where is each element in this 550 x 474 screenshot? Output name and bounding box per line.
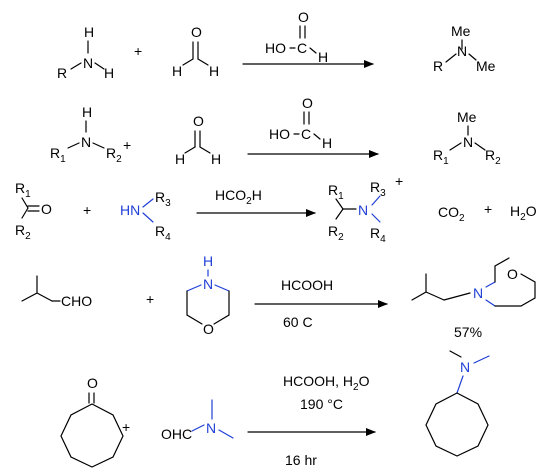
atom-n: N [206, 420, 216, 436]
charge-plus: + [395, 173, 403, 189]
atom-r: R1 [328, 182, 344, 202]
atom-r: R [433, 58, 443, 74]
plus-sign: + [146, 291, 154, 307]
secondary-amine: H N R1 R2 + [50, 104, 131, 165]
atom-h: H [82, 104, 92, 120]
atom-o: O [302, 95, 313, 111]
reaction-4: CHO + H N O HCOOH 60 C N O 57% [21, 253, 536, 340]
atom-ho: HO [265, 40, 286, 56]
formaldehyde: O H H [172, 24, 219, 79]
morpholine-product: N O [411, 257, 536, 307]
atom-o: O [191, 24, 202, 40]
atom-n: N [473, 285, 483, 301]
atom-r: R2 [485, 147, 501, 167]
atom-n: N [463, 134, 473, 150]
methyl-label: Me [457, 109, 477, 125]
atom-r: R1 [433, 147, 449, 167]
atom-hn: HN [120, 202, 140, 218]
plus-sign: + [83, 202, 91, 218]
reagent-label: HCOOH, H2O [283, 373, 370, 393]
atom-c: C [301, 126, 311, 142]
atom-h: H [203, 253, 213, 269]
atom-h: H [172, 63, 182, 79]
carbon-dioxide: CO2 [438, 204, 465, 224]
dimethylformamide: OHC N [161, 399, 234, 442]
atom-h: H [209, 63, 219, 79]
atom-r: R2 [328, 223, 344, 243]
methyl-label: Me [451, 23, 471, 39]
atom-n: N [460, 359, 470, 375]
atom-r: R3 [370, 179, 386, 199]
atom-n: N [457, 43, 467, 59]
plus-sign: + [484, 201, 492, 217]
atom-o: O [203, 321, 214, 337]
atom-n: N [358, 202, 368, 218]
atom-o: O [193, 113, 204, 129]
iminium-product: R1 N R2 R3 + R4 [328, 173, 403, 245]
atom-o: O [298, 9, 309, 25]
amine-reagent: HN R3 R4 [120, 189, 171, 243]
atom-r: R1 [15, 180, 31, 200]
reaction-2: H N R1 R2 + O H H O C HO H [50, 95, 501, 167]
reagent-label: HCOOH [281, 277, 333, 293]
tertiary-amine-product: Me N R Me [433, 23, 496, 74]
atom-h: H [318, 49, 328, 65]
isobutyraldehyde: CHO [21, 275, 92, 309]
formic-acid: O C HO H [269, 95, 332, 151]
cyclooctanone: O [60, 375, 124, 468]
reaction-5: O + OHC N HCOOH, H2O 190 °C 16 hr N [60, 350, 490, 468]
atom-h: H [211, 151, 221, 167]
primary-amine: H N R H [57, 24, 114, 81]
atom-h: H [84, 24, 94, 40]
tertiary-amine-product: Me N R1 R2 [433, 109, 501, 167]
atom-c: C [297, 40, 307, 56]
atom-n: N [203, 276, 213, 292]
plus-sign: + [123, 137, 131, 153]
atom-ho: HO [269, 126, 290, 142]
formic-acid: O C HO H [265, 9, 328, 65]
atom-r: R2 [15, 222, 31, 242]
atom-h: H [322, 135, 332, 151]
aldehyde-group: OHC [161, 426, 192, 442]
time-label: 16 hr [285, 452, 317, 468]
reaction-3: R1 O R2 + HN R3 R4 HCO2H R1 N R2 R3 [15, 173, 537, 245]
atom-r: R2 [106, 145, 122, 165]
methyl-label: Me [476, 58, 496, 74]
temperature-label: 190 °C [300, 396, 343, 412]
atom-r: R4 [155, 223, 171, 243]
atom-r: R1 [50, 145, 66, 165]
water: H2O [510, 203, 537, 223]
atom-o: O [87, 375, 98, 391]
plus-sign: + [134, 43, 142, 59]
atom-h: H [175, 151, 185, 167]
yield-label: 57% [454, 324, 482, 340]
dimethylcyclooctylamine: N [425, 350, 490, 457]
atom-n: N [81, 134, 91, 150]
atom-r: R [57, 65, 67, 81]
atom-o: O [507, 266, 518, 282]
atom-r: R3 [155, 189, 171, 209]
reagent-label: HCO2H [215, 187, 262, 207]
reaction-1: H N R H + O H H O C HO H [57, 9, 496, 81]
condition-label: 60 C [283, 314, 313, 330]
atom-o: O [41, 201, 52, 217]
atom-h: H [104, 65, 114, 81]
atom-n: N [83, 55, 93, 71]
aldehyde-group: CHO [61, 293, 92, 309]
morpholine: H N O [186, 253, 230, 337]
carbonyl-compound: R1 O R2 [15, 180, 52, 242]
formaldehyde: O H H [175, 113, 221, 167]
plus-sign: + [122, 419, 130, 435]
atom-r: R4 [370, 225, 386, 245]
